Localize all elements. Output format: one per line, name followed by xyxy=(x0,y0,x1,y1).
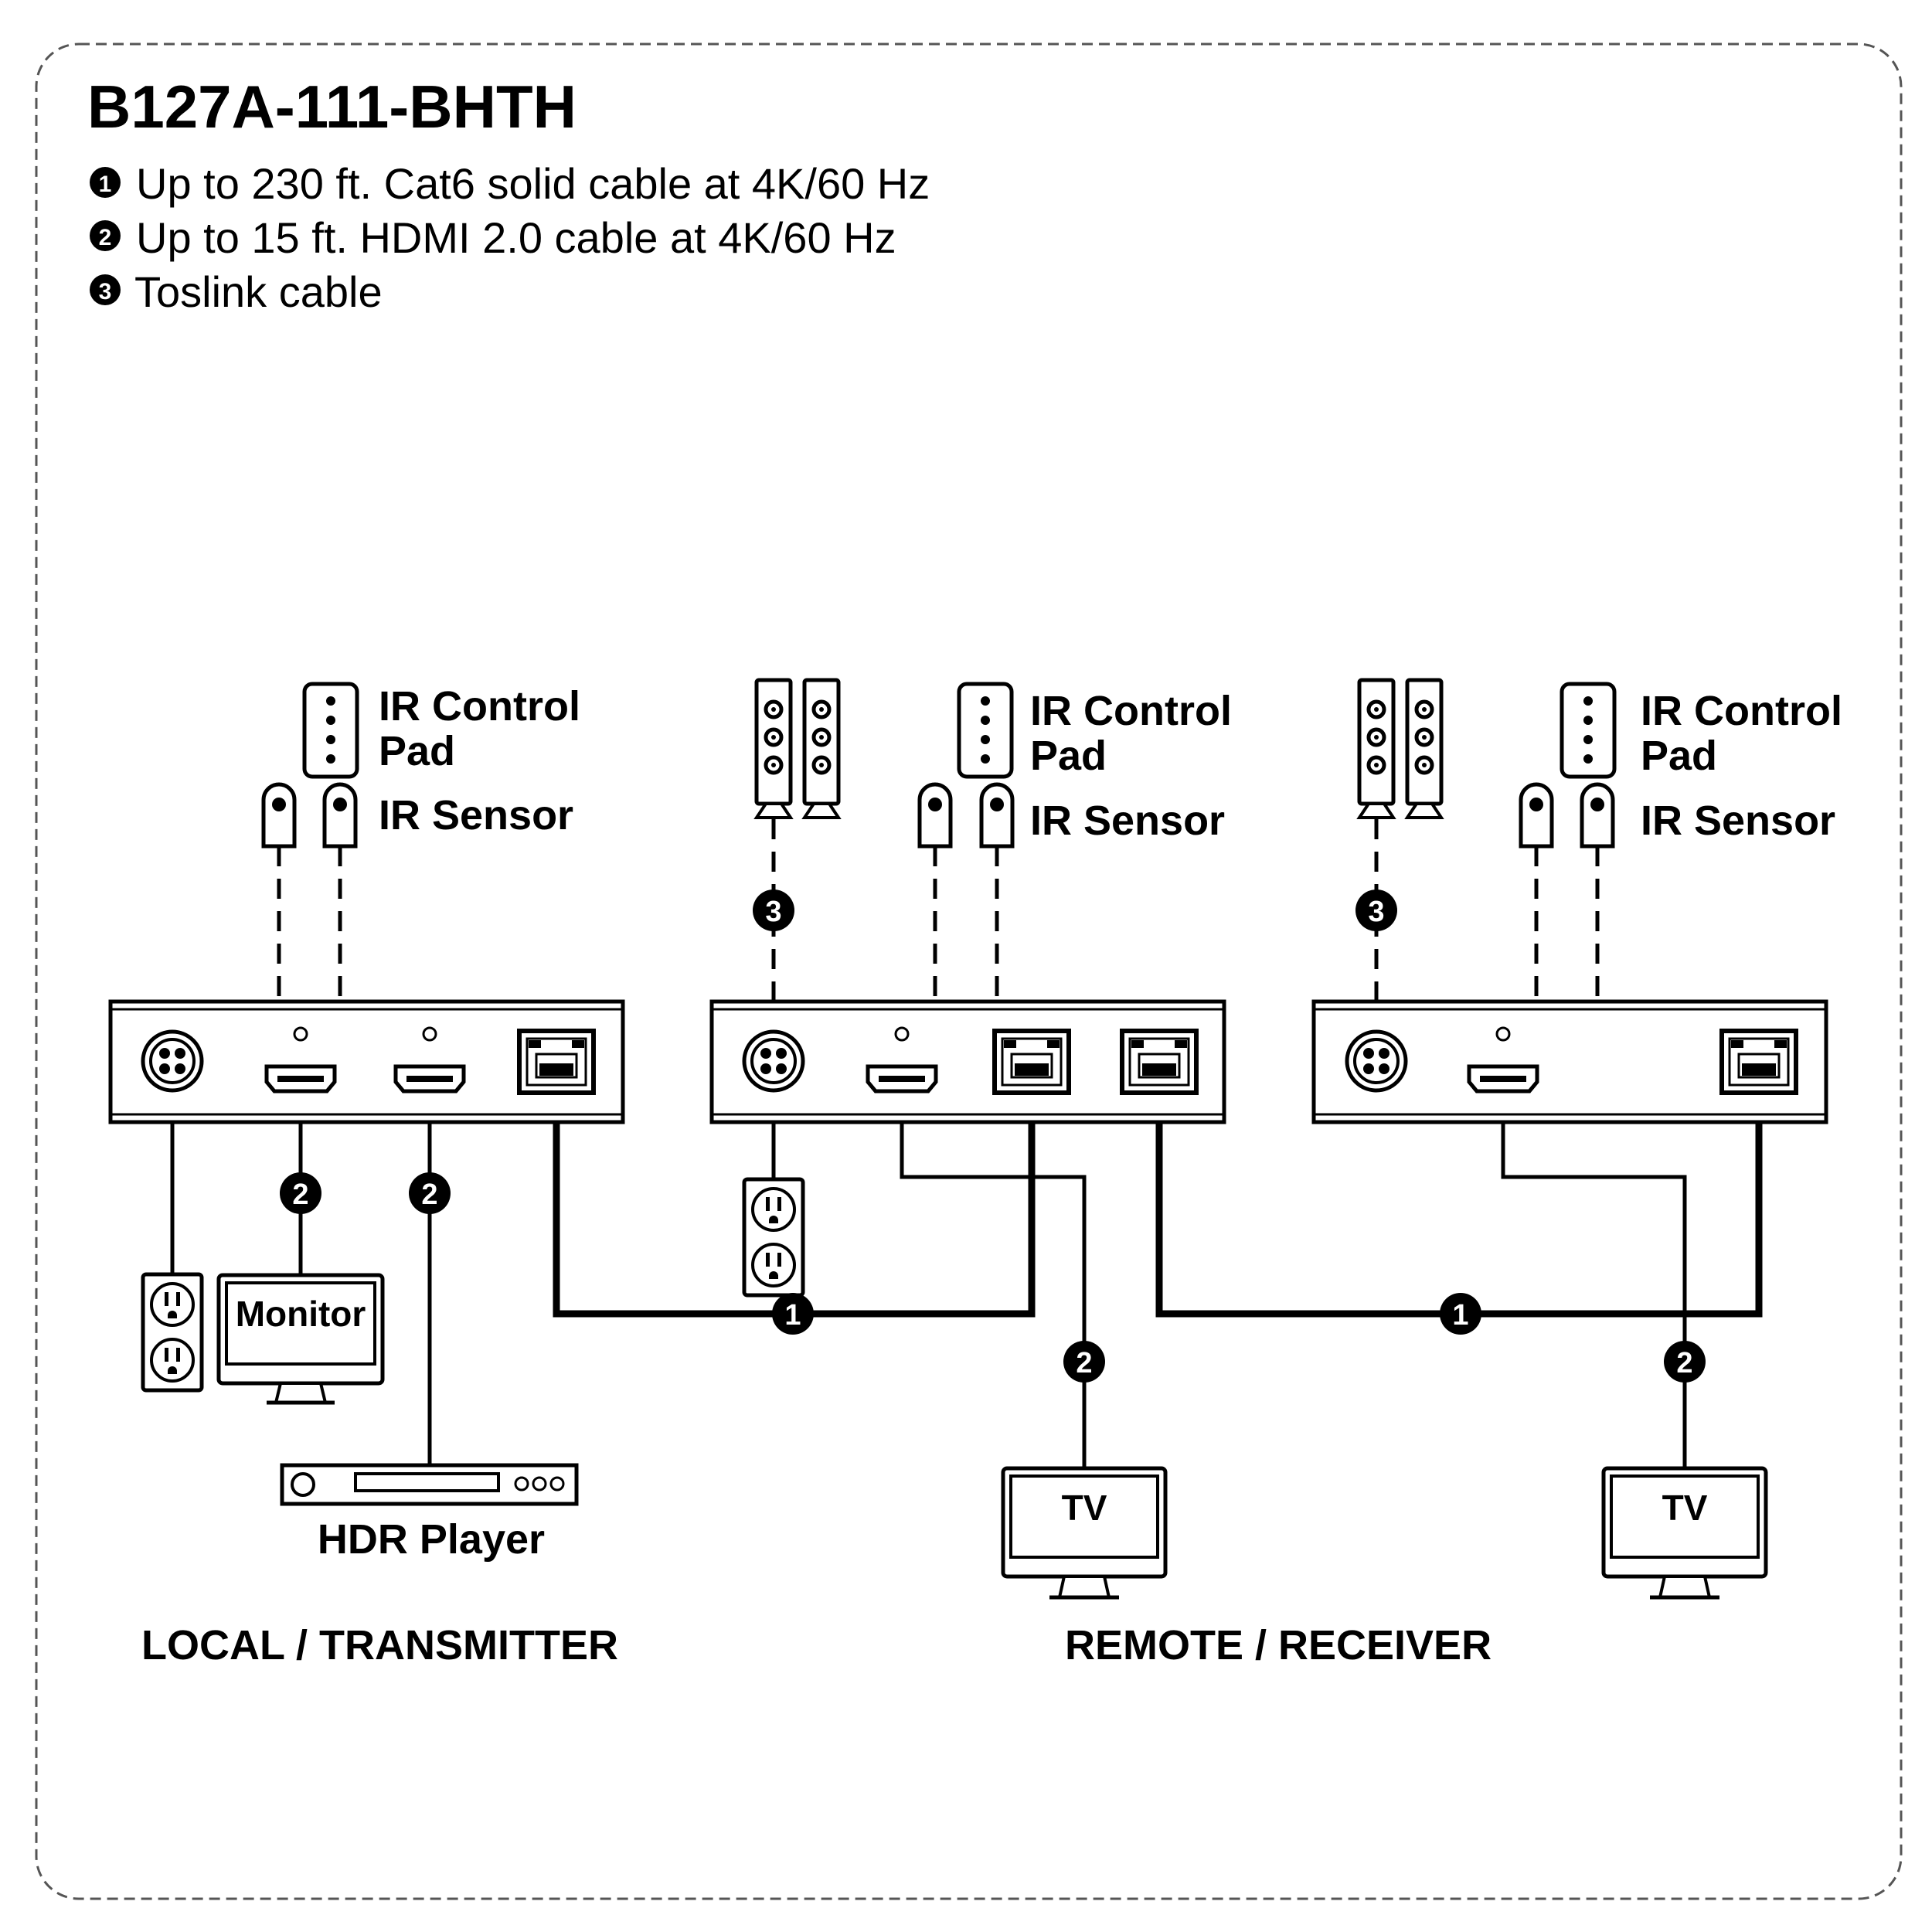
toslink-marker-text: 3 xyxy=(1368,896,1384,928)
dashed-cables xyxy=(277,819,1600,1005)
hdmi-marker-text: 2 xyxy=(421,1179,437,1211)
hdmi-marker-text: 2 xyxy=(1076,1347,1092,1379)
extender-unit-3 xyxy=(1311,999,1828,1124)
ir-sensor-icon xyxy=(1521,784,1552,846)
ir-sensor-label: IR Sensor xyxy=(1641,798,1835,844)
ir-sensor-label: IR Sensor xyxy=(379,792,573,838)
cable-markers: 3 3 2 2 2 2 1 1 xyxy=(280,889,1706,1383)
hdmi-marker-text: 2 xyxy=(292,1179,308,1211)
speaker-icon xyxy=(804,680,838,818)
hdmi-cable-tv-1 xyxy=(900,1090,1087,1468)
ir-control-pad-label-line2: Pad xyxy=(379,728,455,774)
legend-item-3: 3 Toslink cable xyxy=(90,267,383,316)
ir-control-pad-label-line2: Pad xyxy=(1030,733,1107,779)
toslink-marker-text: 3 xyxy=(765,896,781,928)
diagram-frame xyxy=(35,43,1903,1900)
hdmi-marker xyxy=(280,1172,321,1214)
legend-marker-3 xyxy=(90,274,121,305)
legend-text-3: Toslink cable xyxy=(134,267,383,316)
extender-unit-2 xyxy=(709,999,1226,1124)
hdmi-marker xyxy=(409,1172,451,1214)
legend-item-1: 1 Up to 230 ft. Cat6 solid cable at 4K/6… xyxy=(90,159,930,208)
hdmi-cable-tv-2 xyxy=(1501,1090,1687,1468)
legend: 1 Up to 230 ft. Cat6 solid cable at 4K/6… xyxy=(90,159,930,316)
extender-unit-1 xyxy=(108,999,625,1124)
ir-sensor-icon xyxy=(325,784,355,846)
hdmi-marker xyxy=(1063,1341,1105,1383)
cat6-marker xyxy=(772,1293,814,1335)
cat6-marker xyxy=(1440,1293,1481,1335)
speaker-icon xyxy=(757,680,791,818)
power-port-icon xyxy=(1347,1032,1406,1090)
cat6-marker-text: 1 xyxy=(1452,1299,1468,1332)
monitor-device: Monitor xyxy=(216,1273,385,1405)
tv-label: TV xyxy=(1662,1488,1708,1528)
legend-marker-1-text: 1 xyxy=(99,172,112,197)
tv-device-2: TV xyxy=(1604,1468,1766,1597)
ir-control-pad-label: IR Control xyxy=(1030,688,1232,734)
toslink-marker xyxy=(753,889,794,931)
ir-sensor-label: IR Sensor xyxy=(1030,798,1225,844)
ir-control-pad-icon xyxy=(1562,684,1614,777)
legend-marker-3-text: 3 xyxy=(99,279,112,304)
ir-control-pad-icon xyxy=(304,684,357,777)
legend-marker-2 xyxy=(90,220,121,251)
hdr-player-device: HDR Player xyxy=(280,1463,579,1563)
legend-text-1: Up to 230 ft. Cat6 solid cable at 4K/60 … xyxy=(136,159,930,208)
ir-sensor-icon xyxy=(1582,784,1613,846)
legend-text-2: Up to 15 ft. HDMI 2.0 cable at 4K/60 Hz xyxy=(136,213,896,262)
page-title: B127A-111-BHTH xyxy=(87,73,577,141)
hdr-player-label: HDR Player xyxy=(318,1516,545,1563)
toslink-marker xyxy=(1355,889,1397,931)
power-port-icon xyxy=(744,1032,803,1090)
tv-device-1: TV xyxy=(1003,1468,1165,1597)
cat6-marker-text: 1 xyxy=(784,1299,801,1332)
local-transmitter-label: LOCAL / TRANSMITTER xyxy=(141,1622,618,1668)
legend-item-2: 2 Up to 15 ft. HDMI 2.0 cable at 4K/60 H… xyxy=(90,213,896,262)
rj45-port-icon xyxy=(519,1031,594,1093)
solid-cables xyxy=(170,1088,1763,1468)
power-port-icon xyxy=(143,1032,202,1090)
ir-control-pad-label-line2: Pad xyxy=(1641,733,1717,779)
ir-sensor-icon xyxy=(264,784,294,846)
legend-marker-2-text: 2 xyxy=(99,225,112,250)
legend-marker-1 xyxy=(90,167,121,198)
speaker-icon xyxy=(1359,680,1393,818)
ir-control-pad-icon xyxy=(959,684,1012,777)
monitor-label: Monitor xyxy=(236,1294,366,1334)
rj45-port-icon xyxy=(1722,1031,1796,1093)
rj45-in-port-icon xyxy=(995,1031,1069,1093)
ir-control-pad-label: IR Control xyxy=(1641,688,1842,734)
hdmi-marker xyxy=(1664,1341,1706,1383)
remote-receiver-label: REMOTE / RECEIVER xyxy=(1065,1622,1492,1668)
ir-control-pad-label: IR Control xyxy=(379,683,580,730)
outlet-icon xyxy=(744,1179,803,1295)
speaker-icon xyxy=(1407,680,1441,818)
rj45-out-port-icon xyxy=(1122,1031,1196,1093)
outlet-icon xyxy=(143,1274,202,1390)
hdmi-marker-text: 2 xyxy=(1676,1347,1692,1379)
tv-label: TV xyxy=(1062,1488,1107,1528)
ir-sensor-icon xyxy=(981,784,1012,846)
ir-sensor-icon xyxy=(920,784,951,846)
